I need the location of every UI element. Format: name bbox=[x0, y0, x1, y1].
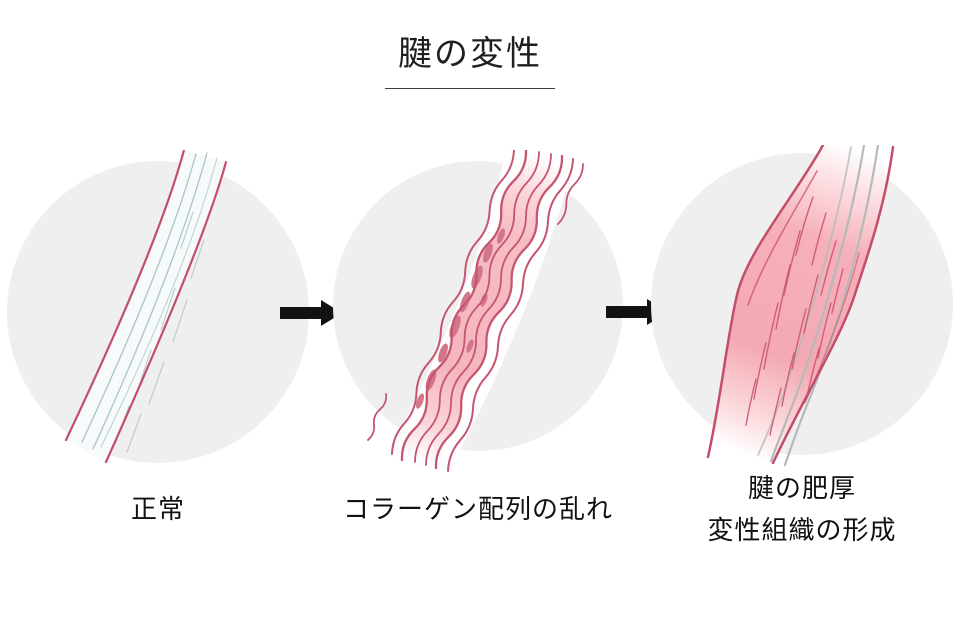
arrow-right-icon bbox=[280, 300, 342, 326]
stage-caption-thickening: 腱の肥厚 変性組織の形成 bbox=[632, 467, 961, 551]
page-title: 腱の変性 bbox=[398, 35, 542, 73]
caption-line: 腱の肥厚 bbox=[747, 473, 856, 503]
stage-collagen-disarray-illustration bbox=[333, 150, 623, 472]
thickened-tendon bbox=[706, 145, 895, 467]
caption-line: コラーゲン配列の乱れ bbox=[342, 494, 613, 524]
degenerated-tendon bbox=[367, 150, 584, 472]
title-block: 腱の変性 bbox=[385, 26, 555, 89]
stage-thickening-illustration bbox=[651, 145, 953, 467]
caption-line: 正常 bbox=[130, 494, 185, 524]
normal-tendon bbox=[64, 150, 228, 464]
stage-caption-collagen-disarray: コラーゲン配列の乱れ bbox=[308, 467, 648, 551]
caption-line: 変性組織の形成 bbox=[707, 515, 897, 545]
stage-normal-illustration bbox=[7, 150, 309, 464]
title-underline bbox=[385, 88, 555, 89]
stage-caption-normal: 正常 bbox=[0, 467, 328, 551]
